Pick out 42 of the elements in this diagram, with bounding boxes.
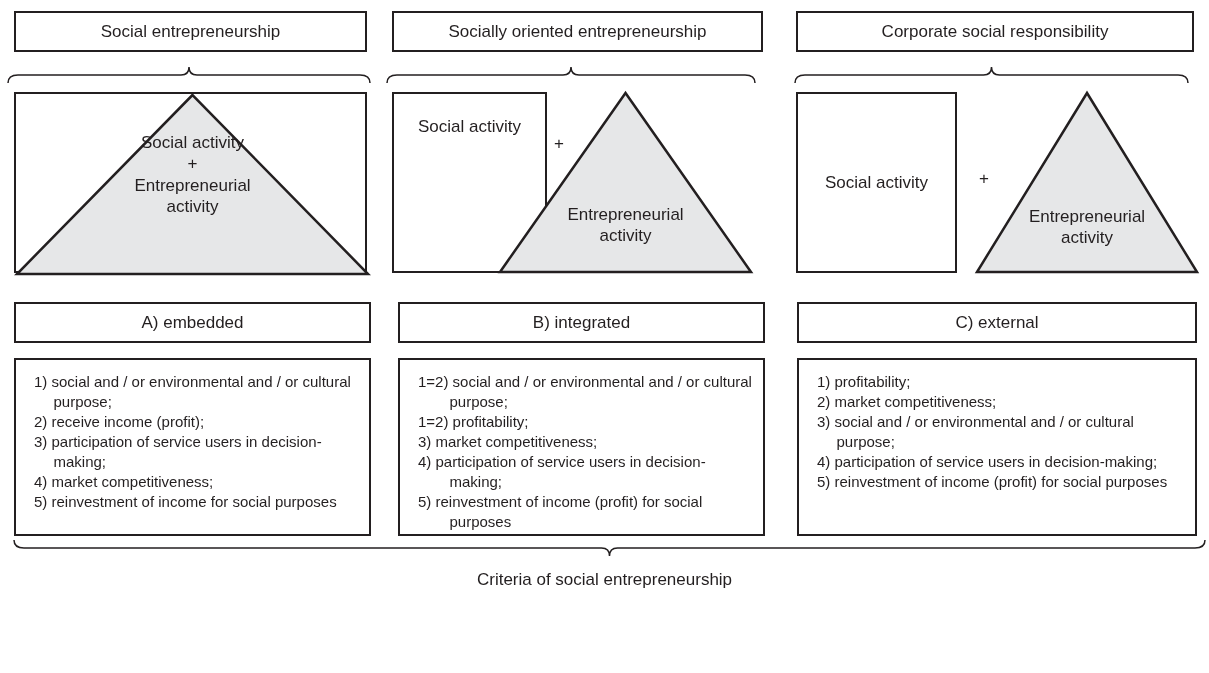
criteria-item: 5) reinvestment of income (profit) for social purposes <box>418 492 704 532</box>
triangle-shape <box>976 92 1198 273</box>
criteria-box <box>14 358 371 536</box>
box-label: B) integrated <box>532 311 631 334</box>
criteria-item: 2) receive income (profit); <box>34 412 206 432</box>
criteria-item: 1) profitability; <box>817 372 912 392</box>
shape-label: Entrepreneurial activity <box>1027 206 1147 249</box>
box-label: C) external <box>955 311 1039 334</box>
criteria-item: 4) participation of service users in decision-making; <box>817 452 1159 472</box>
criteria-item: 1) social and / or environmental and / or cultural purpose; <box>34 372 352 412</box>
criteria-item: 5) reinvestment of income for social purposes <box>34 492 338 512</box>
criteria-box <box>398 358 765 536</box>
label-box <box>797 302 1197 343</box>
label-box <box>14 302 371 343</box>
box-label: Corporate social responsibility <box>881 20 1109 43</box>
criteria-item: 5) reinvestment of income (profit) for social purposes <box>817 472 1169 492</box>
criteria-item: 1=2) profitability; <box>418 412 530 432</box>
shape-label: Entrepreneurial activity <box>566 204 685 247</box>
caption: Criteria of social entrepreneurship <box>475 570 734 590</box>
shape-label: Entrepreneurial activity <box>133 174 252 217</box>
label-box <box>796 92 957 273</box>
label-box <box>392 92 547 273</box>
label-box <box>398 302 765 343</box>
plus-sign: + <box>979 169 989 189</box>
criteria-item: 3) social and / or environmental and / or cultural purpose; <box>817 412 1135 452</box>
label-box <box>392 11 763 52</box>
box-label: Social entrepreneurship <box>100 20 281 43</box>
box-label: Social activity <box>825 171 928 194</box>
shape-label: + <box>187 153 198 175</box>
criteria-box <box>797 358 1197 536</box>
criteria-item: 4) participation of service users in decision-making; <box>418 452 707 492</box>
box-label: Socially oriented entrepreneurship <box>448 20 707 43</box>
criteria-item: 2) market competitiveness; <box>817 392 998 412</box>
label-box <box>796 11 1194 52</box>
criteria-item: 3) participation of service users in decision-making; <box>34 432 323 472</box>
box-label: A) embedded <box>141 311 244 334</box>
criteria-item: 3) market competitiveness; <box>418 432 599 452</box>
plus-sign: + <box>554 134 564 154</box>
box-label: Social activity <box>418 116 521 138</box>
label-box <box>14 11 367 52</box>
criteria-item: 4) market competitiveness; <box>34 472 215 492</box>
criteria-item: 1=2) social and / or environmental and / or cultural purpose; <box>418 372 753 412</box>
